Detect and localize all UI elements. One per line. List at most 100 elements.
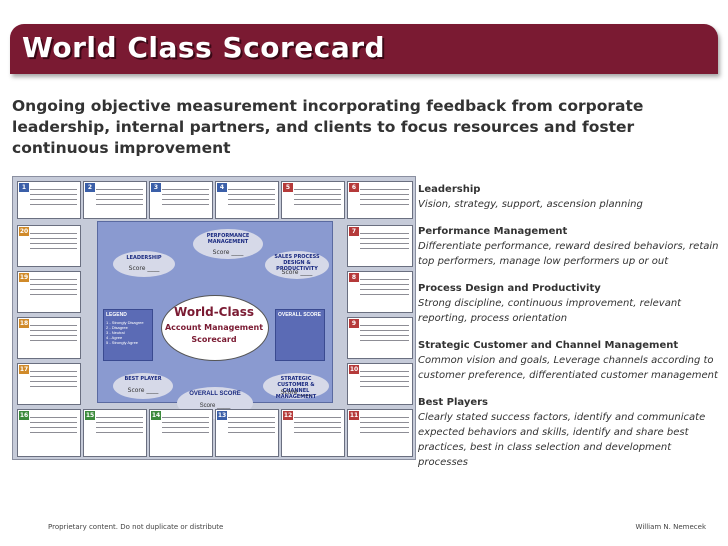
scorecard-cell: 6 <box>347 181 413 219</box>
cell-number: 5 <box>283 183 293 192</box>
cell-number: 1 <box>19 183 29 192</box>
legend-item: 3 - Neutral <box>106 330 125 335</box>
oval-strategic <box>263 373 329 399</box>
dimension-item: Performance Management Differentiate per… <box>418 224 724 269</box>
overall-score-value: Score ____ <box>199 403 231 409</box>
cell-number: 19 <box>19 273 29 282</box>
footer-right: William N. Nemecek <box>635 523 706 531</box>
cell-text <box>96 413 143 453</box>
dimension-item: Best Players Clearly stated success fact… <box>418 395 724 470</box>
cell-number: 8 <box>349 273 359 282</box>
cell-number: 2 <box>85 183 95 192</box>
scorecard-cell: 10 <box>347 363 413 405</box>
dimension-description: Common vision and goals, Leverage channe… <box>418 355 718 381</box>
cell-number: 9 <box>349 319 359 328</box>
cell-number: 3 <box>151 183 161 192</box>
dimension-description: Strong discipline, continuous improvemen… <box>418 298 682 324</box>
oval-sales-process <box>265 251 329 279</box>
oval-best-player-score: Score ____ <box>127 387 159 394</box>
scorecard-cell: 15 <box>83 409 147 457</box>
cell-text <box>228 413 275 453</box>
cell-text <box>294 185 341 215</box>
oval-sales-process-label: SALES PROCESS DESIGN & PRODUCTIVITY <box>274 254 320 272</box>
scorecard-cell: 4 <box>215 181 279 219</box>
legend-item: 2 - Disagree <box>106 325 128 330</box>
scorecard-cell: 12 <box>281 409 345 457</box>
cell-text <box>360 185 409 215</box>
dimension-item: Process Design and Productivity Strong d… <box>418 281 724 326</box>
scorecard-cell: 3 <box>149 181 213 219</box>
legend-item: 5 - Strongly Agree <box>106 340 139 345</box>
oval-sales-process-score: Score ____ <box>281 269 313 276</box>
cell-text <box>30 275 77 309</box>
center-title-oval <box>161 295 269 361</box>
footer-left: Proprietary content. Do not duplicate or… <box>48 523 224 531</box>
cell-number: 12 <box>283 411 293 420</box>
dimension-heading: Strategic Customer and Channel Managemen… <box>418 340 679 351</box>
dimension-item: Leadership Vision, strategy, support, as… <box>418 182 724 212</box>
cell-number: 4 <box>217 183 227 192</box>
cell-number: 16 <box>19 411 29 420</box>
scorecard-cell: 8 <box>347 271 413 313</box>
cell-text <box>96 185 143 215</box>
cell-text <box>360 413 409 453</box>
subtitle: Ongoing objective measurement incorporat… <box>12 97 644 157</box>
scorecard-image: LEADERSHIP Score ____ PERFORMANCE MANAGE… <box>12 176 416 460</box>
scorecard-cell: 20 <box>17 225 81 267</box>
cell-text <box>30 185 77 215</box>
center-title-line-1: World-Class <box>174 305 254 319</box>
dimension-description: Differentiate performance, reward desire… <box>418 241 719 267</box>
cell-number: 20 <box>19 227 29 236</box>
oval-strategic-label: STRATEGIC CUSTOMER & CHANNEL MANAGEMENT <box>275 376 317 400</box>
cell-text <box>228 185 275 215</box>
scorecard-cell: 19 <box>17 271 81 313</box>
dimension-panel: Leadership Vision, strategy, support, as… <box>418 182 724 482</box>
scorecard-cell: 9 <box>347 317 413 359</box>
cell-number: 14 <box>151 411 161 420</box>
scorecard-cell: 2 <box>83 181 147 219</box>
legend-item: 4 - Agree <box>106 335 123 340</box>
dimension-heading: Best Players <box>418 397 488 408</box>
oval-performance-score: Score ____ <box>212 249 244 256</box>
center-title-line-2: Account Management <box>164 323 264 332</box>
cell-number: 7 <box>349 227 359 236</box>
overall-score-box: OVERALL SCORE <box>275 309 325 361</box>
dimension-heading: Leadership <box>418 184 481 195</box>
center-title-line-3: Scorecard <box>191 335 237 344</box>
scorecard-cell: 5 <box>281 181 345 219</box>
title-bar: World Class Scorecard <box>10 24 718 74</box>
cell-text <box>360 321 409 355</box>
cell-text <box>360 367 409 401</box>
scorecard-cell: 7 <box>347 225 413 267</box>
oval-leadership <box>113 251 175 277</box>
cell-number: 18 <box>19 319 29 328</box>
cell-text <box>162 413 209 453</box>
legend-item: 1 - Strongly Disagree <box>106 320 144 325</box>
dimension-item: Strategic Customer and Channel Managemen… <box>418 338 724 383</box>
oval-best-player <box>113 373 173 399</box>
page-title: World Class Scorecard <box>22 31 386 64</box>
dimension-description: Vision, strategy, support, ascension pla… <box>418 199 643 210</box>
cell-text <box>162 185 209 215</box>
cell-text <box>30 413 77 453</box>
dimension-description: Clearly stated success factors, identify… <box>418 412 706 468</box>
scorecard-cell: 11 <box>347 409 413 457</box>
cell-number: 15 <box>85 411 95 420</box>
oval-best-player-label: BEST PLAYER <box>124 376 162 382</box>
oval-strategic-score: Score ____ <box>280 389 312 396</box>
scorecard-cell: 14 <box>149 409 213 457</box>
cell-number: 13 <box>217 411 227 420</box>
cell-number: 11 <box>349 411 359 420</box>
cell-text <box>360 275 409 309</box>
scorecard-cell: 18 <box>17 317 81 359</box>
oval-leadership-label: LEADERSHIP <box>126 255 162 261</box>
oval-performance <box>193 229 263 259</box>
cell-text <box>294 413 341 453</box>
scorecard-cell: 17 <box>17 363 81 405</box>
cell-text <box>30 321 77 355</box>
legend-box: LEGEND 1 - Strongly Disagree 2 - Disagre… <box>103 309 153 361</box>
cell-text <box>30 229 77 263</box>
overall-score-label: OVERALL SCORE <box>189 391 241 397</box>
scorecard-cell: 1 <box>17 181 81 219</box>
dimension-heading: Process Design and Productivity <box>418 283 601 294</box>
